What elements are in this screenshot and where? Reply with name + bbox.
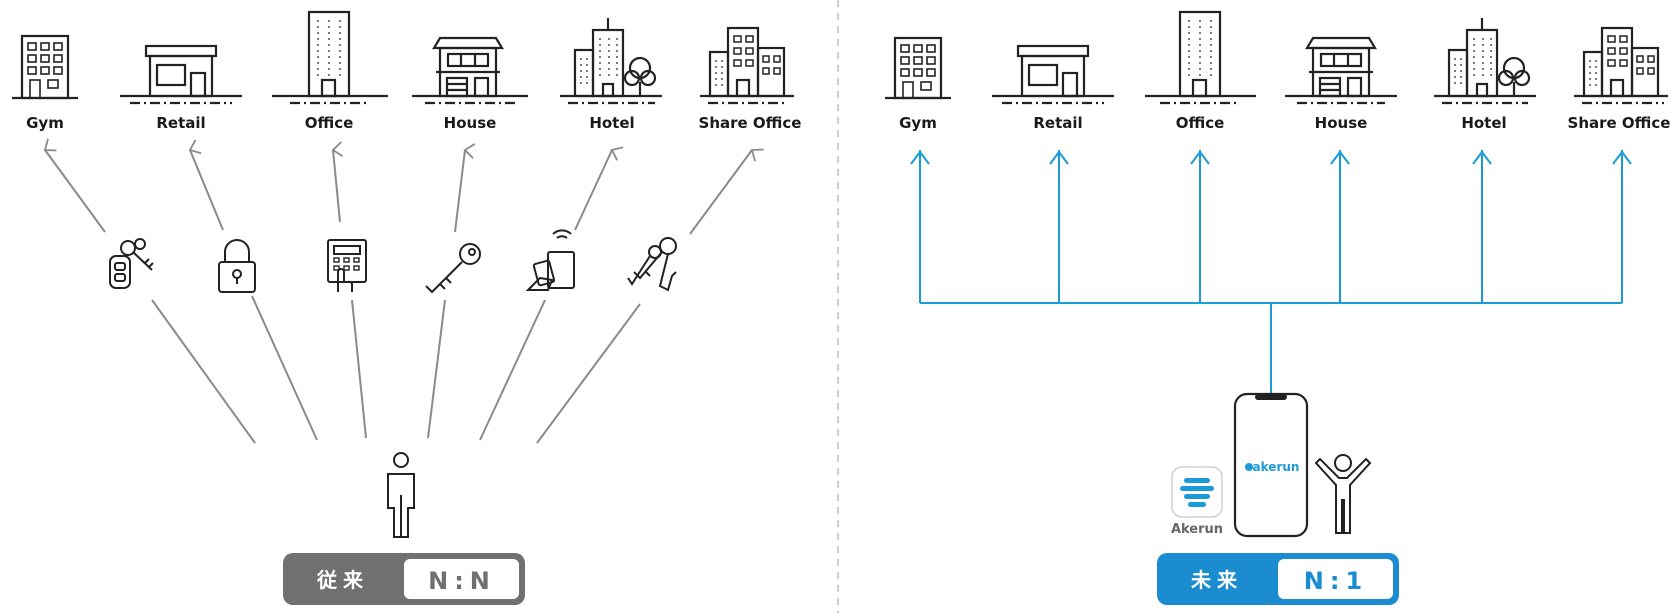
- badge-conventional: 従来 N:N: [283, 553, 525, 605]
- akerun-app-icon: [1171, 466, 1223, 518]
- arrow-to-hotel: [574, 146, 624, 231]
- left-label-share-office: Share Office: [699, 114, 802, 132]
- hotel-icon: [1434, 18, 1536, 105]
- padlock-icon: [218, 239, 256, 293]
- car-key-icon: [109, 238, 154, 289]
- office-tower-icon: [1145, 10, 1256, 105]
- arrow-to-share-office: [689, 148, 764, 235]
- right-label-house: House: [1315, 114, 1368, 132]
- badge-future-ratio: N:1: [1304, 567, 1368, 595]
- key-icon: [425, 243, 481, 294]
- left-upper-arrows: [43, 138, 764, 235]
- badge-future: 未来 N:1: [1157, 553, 1399, 605]
- arrow-to-office: [331, 141, 344, 223]
- left-label-gym: Gym: [26, 114, 64, 132]
- line-person-to-keypad: [351, 299, 367, 439]
- hotel-icon: [560, 18, 662, 105]
- right-label-gym: Gym: [899, 114, 937, 132]
- badge-conventional-label: 従来: [316, 568, 369, 592]
- badge-future-inner: [1278, 559, 1393, 599]
- left-label-house: House: [444, 114, 497, 132]
- left-key-icons: [109, 229, 677, 294]
- office-tower-icon: [272, 10, 388, 105]
- arrow-to-gym: [43, 138, 106, 233]
- left-label-office: Office: [305, 114, 354, 132]
- left-lower-lines: [151, 295, 641, 444]
- line-person-to-card-reader: [479, 299, 546, 441]
- right-label-office: Office: [1176, 114, 1225, 132]
- arrow-to-retail: [188, 139, 224, 231]
- akerun-logo-icon: [1245, 463, 1253, 471]
- akerun-app-label: Akerun: [1171, 522, 1223, 537]
- badge-conventional-ratio: N:N: [428, 567, 496, 595]
- retail-store-icon: [992, 44, 1114, 105]
- left-label-hotel: Hotel: [589, 114, 634, 132]
- left-buildings: [12, 10, 794, 105]
- house-icon: [412, 36, 528, 105]
- line-person-to-key-ring: [536, 303, 641, 444]
- person-icon-right: [1314, 454, 1372, 534]
- person-icon-left: [387, 452, 415, 538]
- arrow-to-house: [454, 143, 476, 233]
- right-label-hotel: Hotel: [1461, 114, 1506, 132]
- phone-logo-text: akerun: [1253, 460, 1300, 474]
- gym-building-icon: [885, 36, 951, 100]
- share-office-icon: [1574, 26, 1668, 105]
- keypad-icon: [327, 239, 367, 292]
- key-ring-icon: [627, 237, 677, 292]
- share-office-icon: [700, 26, 794, 105]
- smartphone-icon: [1233, 392, 1309, 538]
- right-buildings: [885, 10, 1668, 105]
- left-label-retail: Retail: [156, 114, 205, 132]
- retail-store-icon: [120, 44, 242, 105]
- badge-future-label: 未来: [1191, 568, 1243, 592]
- badge-conventional-inner: [404, 559, 519, 599]
- right-label-share-office: Share Office: [1568, 114, 1671, 132]
- right-label-retail: Retail: [1033, 114, 1082, 132]
- right-connector-tree: [910, 150, 1632, 394]
- gym-building-icon: [12, 34, 78, 100]
- card-reader-icon: [525, 229, 575, 291]
- line-person-to-car-key: [151, 299, 256, 444]
- line-person-to-padlock: [251, 295, 318, 441]
- house-icon: [1285, 36, 1397, 105]
- line-person-to-key: [427, 299, 446, 439]
